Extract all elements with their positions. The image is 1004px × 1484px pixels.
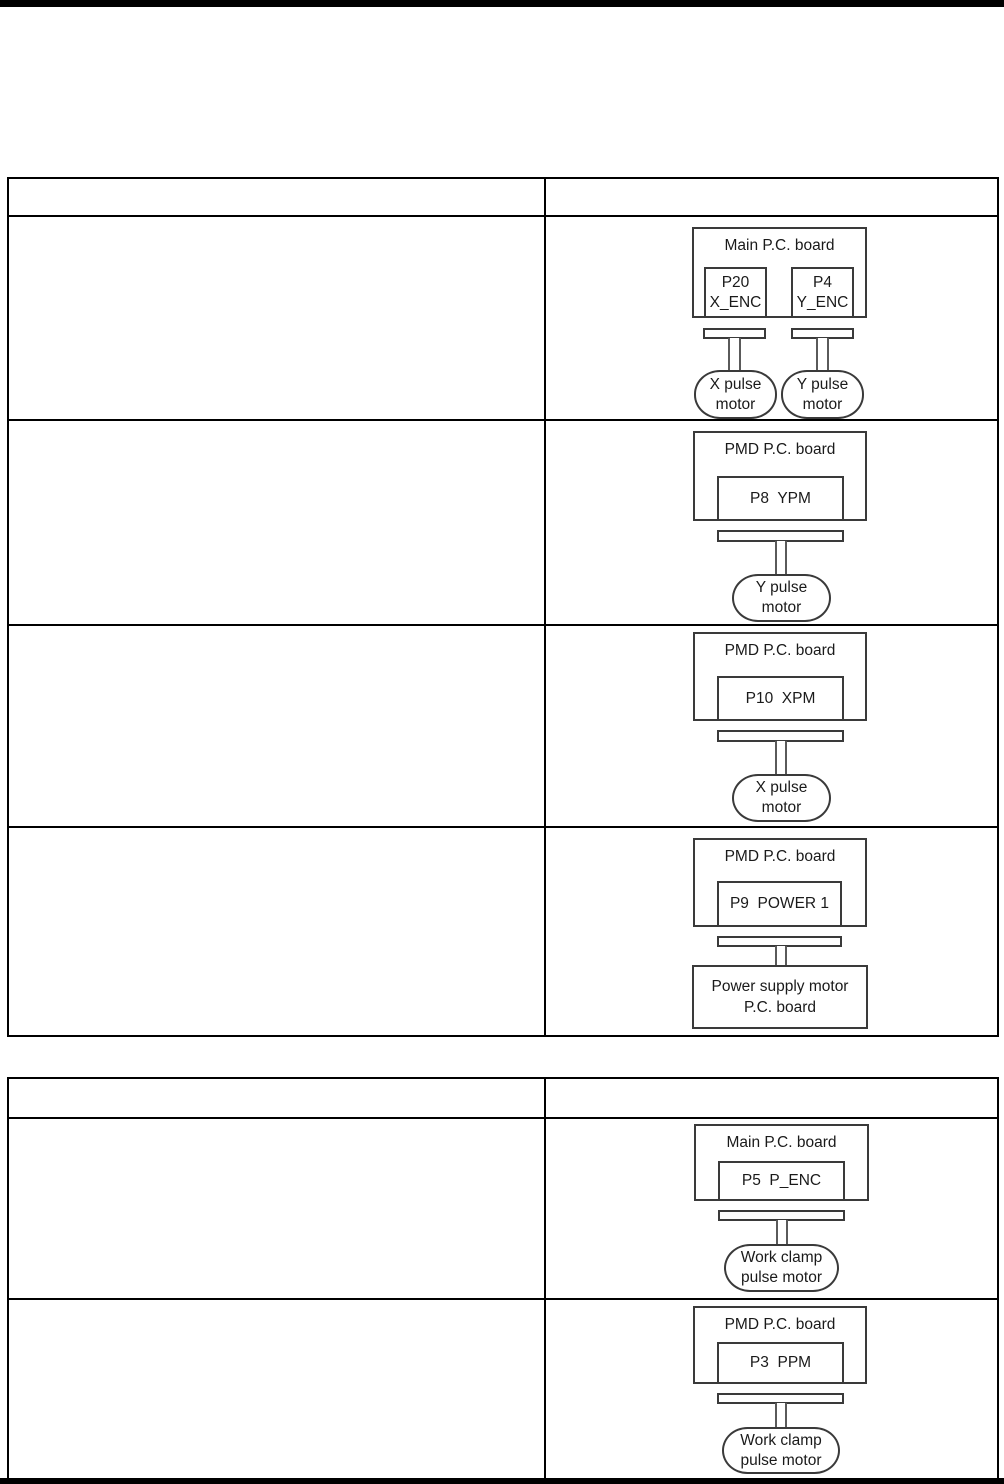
cable-line	[775, 946, 787, 966]
table1-row3-cell-left	[9, 626, 546, 826]
cable-line	[775, 541, 787, 575]
cable-line	[776, 1220, 788, 1245]
x-pulse-motor-shape: X pulse motor	[732, 774, 831, 822]
connector-box-p4-yenc: P4 Y_ENC	[791, 267, 854, 318]
page-bottom-rule	[0, 1478, 1004, 1484]
table1-row1-cell-left	[9, 217, 546, 419]
table2-header-row	[9, 1079, 997, 1119]
cable-line	[775, 1403, 787, 1428]
table2-header-cell-right	[546, 1079, 997, 1117]
pmd-pc-board-box: PMD P.C. board P10 XPM	[693, 632, 867, 721]
y-pulse-motor-shape: Y pulse motor	[732, 574, 831, 622]
connector-box-p20-xenc: P20 X_ENC	[704, 267, 767, 318]
y-pulse-motor-shape: Y pulse motor	[781, 370, 864, 419]
connector-box-p9-power1: P9 POWER 1	[717, 881, 842, 927]
board-title: PMD P.C. board	[724, 1316, 836, 1333]
cable-line	[728, 338, 741, 372]
connector-box-p5-penc: P5 P_ENC	[718, 1161, 845, 1201]
work-clamp-pulse-motor-shape: Work clamp pulse motor	[724, 1244, 839, 1292]
table2-row1-cell-left	[9, 1119, 546, 1298]
table2-row-1	[9, 1119, 997, 1300]
main-pc-board-box: Main P.C. board P5 P_ENC	[694, 1124, 869, 1201]
table2-row-2	[9, 1300, 997, 1484]
connector-table-2	[7, 1077, 999, 1484]
connector-box-p8-ypm: P8 YPM	[717, 476, 844, 521]
table1-row4-cell-left	[9, 828, 546, 1035]
cable-line	[775, 741, 787, 775]
board-title: Main P.C. board	[726, 1134, 837, 1151]
pmd-pc-board-box: PMD P.C. board P9 POWER 1	[693, 838, 867, 927]
table2-row2-cell-left	[9, 1300, 546, 1484]
board-title: PMD P.C. board	[724, 441, 836, 458]
connector-table-1	[7, 177, 999, 1037]
pmd-pc-board-box: PMD P.C. board P8 YPM	[693, 431, 867, 521]
power-supply-motor-board-box: Power supply motor P.C. board	[692, 965, 868, 1029]
table1-header-row	[9, 179, 997, 217]
table1-row2-cell-left	[9, 421, 546, 624]
table1-header-cell-left	[9, 179, 546, 215]
cable-line	[816, 338, 829, 372]
main-pc-board-box: Main P.C. board P20 X_ENC P4 Y_ENC	[692, 227, 867, 318]
table2-header-cell-left	[9, 1079, 546, 1117]
board-title: PMD P.C. board	[724, 848, 836, 865]
table1-row-3	[9, 626, 997, 828]
work-clamp-pulse-motor-shape: Work clamp pulse motor	[722, 1427, 840, 1474]
table1-header-cell-right	[546, 179, 997, 215]
board-title: PMD P.C. board	[724, 642, 836, 659]
board-title: Main P.C. board	[724, 237, 835, 254]
connector-box-p3-ppm: P3 PPM	[717, 1342, 844, 1384]
page-top-rule	[0, 0, 1004, 7]
pmd-pc-board-box: PMD P.C. board P3 PPM	[693, 1306, 867, 1384]
table1-row-2	[9, 421, 997, 626]
x-pulse-motor-shape: X pulse motor	[694, 370, 777, 419]
table1-row-4	[9, 828, 997, 1035]
connector-box-p10-xpm: P10 XPM	[717, 676, 844, 721]
table1-row-1	[9, 217, 997, 421]
